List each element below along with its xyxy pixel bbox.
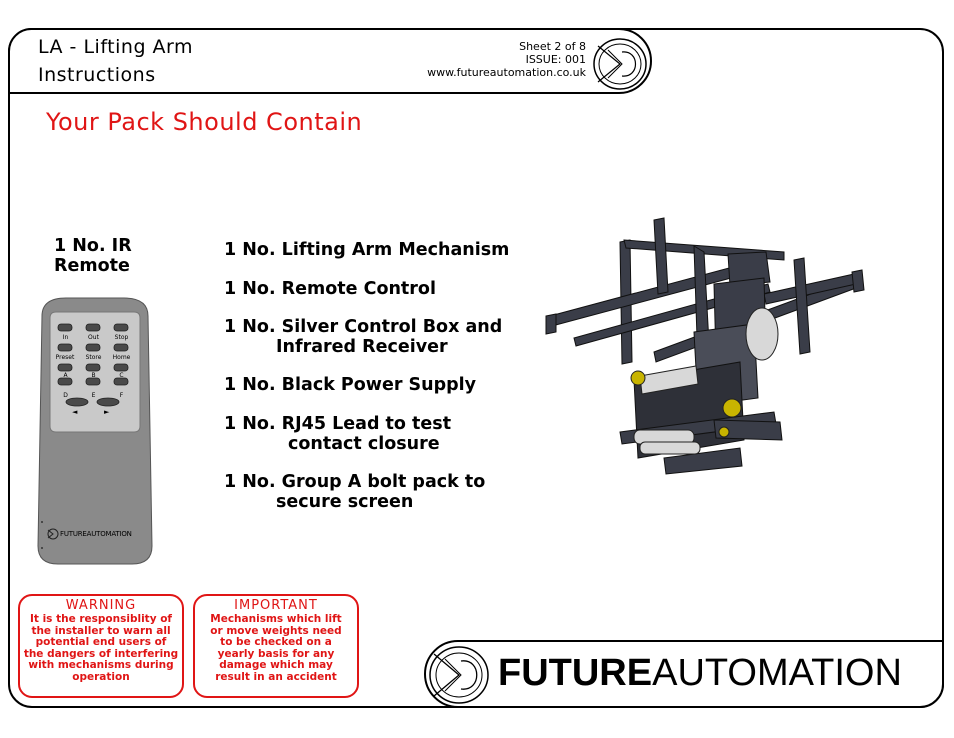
important-line: result in an accident bbox=[215, 670, 337, 683]
warning-line: It is the responsiblity of bbox=[30, 613, 172, 625]
brand-logo-icon bbox=[429, 646, 489, 704]
important-line: yearly basis for any bbox=[217, 647, 335, 660]
contents-item-text: 1 No. Remote Control bbox=[224, 279, 436, 299]
important-box: IMPORTANT Mechanisms which lift or move … bbox=[193, 594, 359, 698]
remote-button-a: A bbox=[63, 372, 68, 379]
contents-item-text-continued: secure screen bbox=[276, 492, 414, 512]
remote-button-out: Out bbox=[88, 334, 99, 341]
issue-number: ISSUE: 001 bbox=[525, 53, 586, 66]
remote-button-f: F bbox=[119, 392, 124, 399]
warning-line: the dangers of interfering bbox=[23, 647, 179, 660]
contents-item-lifting-arm: 1 No. Lifting Arm Mechanism bbox=[224, 240, 509, 260]
remote-button-store: Store bbox=[85, 354, 102, 361]
remote-label-line1: 1 No. IR bbox=[54, 236, 132, 256]
remote-button-c: C bbox=[119, 372, 124, 379]
right-arrow-icon: ► bbox=[104, 408, 110, 416]
contents-item-text: 1 No. RJ45 Lead to test bbox=[224, 414, 452, 434]
remote-logo-icon bbox=[47, 528, 59, 540]
remote-label: 1 No. IR Remote bbox=[54, 236, 132, 276]
remote-brand: FUTUREAUTOMATION bbox=[60, 530, 132, 538]
warning-line: potential end users of bbox=[35, 636, 167, 648]
contents-item-power-supply: 1 No. Black Power Supply bbox=[224, 375, 476, 395]
left-arrow-icon: ◄ bbox=[72, 408, 78, 416]
contents-item-control-box: 1 No. Silver Control Box and Infrared Re… bbox=[224, 317, 502, 357]
document-title-line2: Instructions bbox=[38, 64, 156, 86]
lifting-arm-mechanism-image bbox=[545, 217, 865, 475]
section-heading: Your Pack Should Contain bbox=[46, 108, 363, 136]
remote-button-stop: Stop bbox=[114, 334, 129, 341]
brand-block bbox=[424, 640, 944, 708]
remote-button-preset: Preset bbox=[55, 354, 75, 361]
contents-item-rj45-lead: 1 No. RJ45 Lead to test contact closure bbox=[224, 414, 451, 454]
contents-item-bolt-pack: 1 No. Group A bolt pack to secure screen bbox=[224, 472, 485, 512]
title-block bbox=[8, 28, 652, 94]
remote-button-home: Home bbox=[112, 354, 131, 361]
important-line: damage which may bbox=[219, 659, 333, 671]
important-title: IMPORTANT bbox=[234, 598, 318, 613]
warning-title: WARNING bbox=[65, 598, 137, 613]
logo-icon bbox=[593, 38, 647, 90]
contents-item-text-continued: Infrared Receiver bbox=[276, 337, 448, 357]
important-line: to be checked on a bbox=[220, 636, 332, 648]
contents-item-remote: 1 No. Remote Control bbox=[224, 279, 436, 299]
website-url: www.futureautomation.co.uk bbox=[427, 66, 586, 79]
contents-item-text: 1 No. Black Power Supply bbox=[224, 375, 477, 395]
remote-button-d: D bbox=[63, 392, 68, 399]
remote-button-e: E bbox=[91, 392, 96, 399]
sheet-number: Sheet 2 of 8 bbox=[519, 40, 586, 53]
remote-label-line2: Remote bbox=[54, 256, 130, 276]
contents-item-text: 1 No. Lifting Arm Mechanism bbox=[224, 240, 510, 260]
contents-item-text-continued: contact closure bbox=[288, 434, 440, 454]
contents-item-text: 1 No. Silver Control Box and bbox=[224, 317, 503, 337]
remote-button-in: In bbox=[62, 334, 69, 341]
important-line: Mechanisms which lift bbox=[210, 613, 342, 625]
remote-button-b: B bbox=[91, 372, 96, 379]
contents-item-text: 1 No. Group A bolt pack to bbox=[224, 472, 486, 492]
warning-line: with mechanisms during bbox=[28, 659, 174, 671]
important-line: or move weights need bbox=[210, 624, 342, 637]
document-title-line1: LA - Lifting Arm bbox=[38, 36, 194, 58]
brand-wordmark-regular: AUTOMATION bbox=[652, 652, 902, 694]
warning-line: the installer to warn all bbox=[31, 624, 171, 637]
warning-box: WARNING It is the responsiblity of the i… bbox=[18, 594, 184, 698]
brand-wordmark-bold: FUTURE bbox=[498, 652, 653, 694]
remote-control-image: In Out Stop Preset Store Home A B C D E … bbox=[36, 296, 154, 566]
warning-line: operation bbox=[72, 670, 130, 683]
brand-wordmark: FUTUREAUTOMATION bbox=[498, 652, 902, 695]
